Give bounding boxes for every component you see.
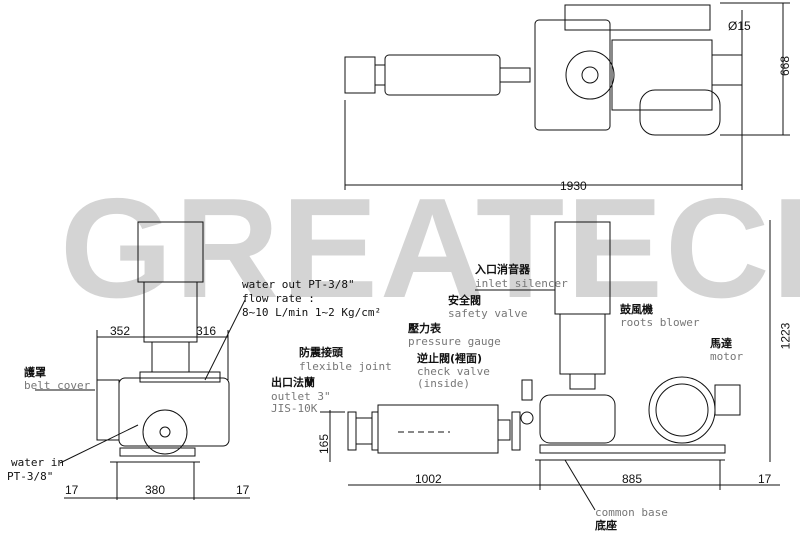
- label-check-zh: 逆止閥(裡面): [417, 352, 483, 365]
- dim-top-width: 668: [778, 55, 793, 77]
- label-outlet-zh: 出口法蘭: [271, 376, 315, 389]
- label-water-in: water in: [11, 456, 64, 469]
- dim-front-right: 17: [758, 472, 772, 486]
- label-check-en: check valve: [417, 365, 490, 378]
- dim-foot-right: 17: [236, 483, 250, 497]
- dim-height: 1223: [778, 322, 793, 350]
- label-belt-cover-zh: 護罩: [24, 366, 46, 379]
- label-flex-en: flexible joint: [299, 360, 392, 373]
- label-outlet-spec: JIS-10K: [271, 402, 318, 415]
- label-water-in-spec: PT-3/8": [7, 470, 54, 483]
- label-inlet-en: inlet silencer: [475, 277, 568, 290]
- dim-front-left: 1002: [415, 472, 442, 486]
- side-view: [35, 221, 250, 500]
- dim-outlet-height: 165: [317, 433, 332, 455]
- label-base-zh: 底座: [595, 519, 617, 532]
- label-belt-cover-en: belt cover: [24, 379, 91, 392]
- dim-hole: Ø15: [728, 19, 751, 33]
- dim-side-right: 316: [196, 324, 217, 338]
- top-view: [344, 2, 790, 190]
- label-gauge-zh: 壓力表: [408, 322, 441, 335]
- label-motor-en: motor: [710, 350, 744, 363]
- dim-front-base: 885: [622, 472, 643, 486]
- label-flex-zh: 防震接頭: [299, 346, 343, 359]
- watermark: GREATECH: [59, 169, 800, 328]
- label-flow-value: 8~10 L/min 1~2 Kg/cm²: [242, 306, 382, 319]
- front-view: [320, 220, 780, 511]
- label-blower-en: roots blower: [620, 316, 700, 329]
- label-check-en2: (inside): [417, 377, 470, 390]
- label-flow-rate: flow rate :: [242, 292, 315, 305]
- label-gauge-en: pressure gauge: [408, 335, 501, 348]
- label-safety-zh: 安全閥: [448, 294, 481, 307]
- label-motor-zh: 馬達: [710, 337, 732, 350]
- label-blower-zh: 鼓風機: [620, 303, 653, 316]
- label-water-out: water out PT-3/8": [242, 278, 355, 291]
- label-inlet-zh: 入口消音器: [475, 263, 530, 276]
- dim-foot-span: 380: [145, 483, 166, 497]
- label-base-en: common base: [595, 506, 668, 519]
- dim-foot-left: 17: [65, 483, 79, 497]
- label-outlet-en: outlet 3": [271, 390, 331, 403]
- dim-side-left: 352: [110, 324, 131, 338]
- dim-top-length: 1930: [560, 179, 587, 193]
- label-safety-en: safety valve: [448, 307, 528, 320]
